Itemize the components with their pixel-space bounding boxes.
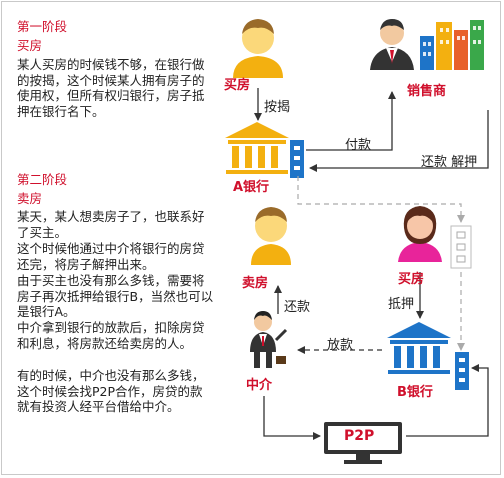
stage1-title: 第一阶段 — [17, 19, 68, 34]
pay-label: 付款 — [345, 138, 372, 153]
transfer-dashed-arrow — [297, 176, 465, 223]
repay-release-label: 还款 解押 — [421, 155, 478, 170]
house-seller-icon — [251, 207, 291, 265]
sales-agent-icon — [370, 19, 484, 70]
mortgage-label: 按揭 — [264, 100, 291, 115]
bank-a-document-icon — [290, 140, 304, 178]
bank-a-label: A银行 — [233, 180, 270, 195]
stage2-para-2: 这个时候他通过中介将银行的房贷还完，将房子解押出来。 — [17, 241, 205, 272]
bank-b-label: B银行 — [397, 385, 433, 400]
stage1-subtitle: 买房 — [17, 38, 43, 53]
repay-label: 还款 — [284, 300, 311, 315]
bank-b-document-icon — [455, 352, 469, 390]
buyer-person-icon — [233, 19, 283, 78]
house-seller-label: 卖房 — [242, 276, 269, 291]
stage2-para-1: 某天，某人想卖房子了，也联系好了买主。 — [17, 209, 205, 240]
bank-b-icon — [387, 322, 451, 374]
p2p-monitor-icon — [324, 422, 402, 464]
stage2-para-3: 由于买主也没有那么多钱，需要将房子再次抵押给银行B，当然也可以是银行A。 — [17, 273, 214, 319]
agent-businessman-icon — [250, 311, 288, 368]
sales-label: 销售商 — [407, 84, 447, 99]
p2p-label: P2P — [344, 428, 375, 444]
agent-to-p2p-arrow — [263, 396, 321, 440]
stage2-subtitle: 卖房 — [17, 191, 43, 206]
pledge-label: 抵押 — [388, 297, 415, 312]
new-buyer-label: 买房 — [398, 272, 425, 287]
stage1-body: 某人买房的时候钱不够，在银行做的按揭，这个时候某人拥有房子的使用权，但所有权归银… — [17, 57, 205, 119]
p2p-to-bank-b-arrow — [406, 364, 489, 437]
agent-label: 中介 — [246, 378, 273, 393]
bank-a-icon — [225, 122, 289, 174]
loan-label: 放款 — [327, 338, 354, 353]
buyer-label: 买房 — [224, 78, 251, 93]
new-buyer-icon — [398, 206, 442, 262]
property-card-icon — [450, 225, 472, 269]
pay-arrow — [306, 91, 396, 151]
stage2-para-4: 中介拿到银行的放款后，扣除房贷和利息，将房款还给卖房的人。 — [17, 320, 205, 351]
repay-release-arrow — [309, 110, 489, 172]
stage2-para-5: 有的时候，中介也没有那么多钱，这个时候会找P2P合作，房贷的款就有投资人经平台借… — [17, 368, 205, 414]
stage2-title: 第二阶段 — [17, 172, 68, 187]
